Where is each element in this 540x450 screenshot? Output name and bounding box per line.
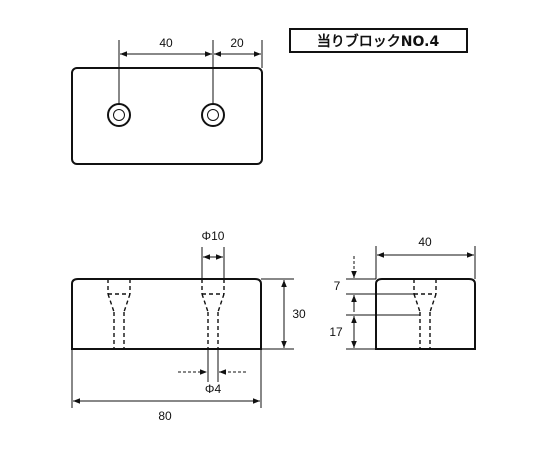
- top-view-hole-right: [201, 103, 225, 127]
- title-label: 当りブロックNO.4: [317, 33, 440, 50]
- front-view: Φ10 30 Φ4 80: [71, 229, 306, 423]
- top-dim-spacing-label: 40: [159, 36, 173, 50]
- title-box: 当りブロックNO.4: [289, 28, 468, 53]
- front-view-outline: [71, 278, 262, 350]
- side-view-outline: [375, 278, 476, 350]
- side-hidden-hole: [413, 279, 437, 349]
- side-dim-lower-label: 17: [329, 325, 343, 339]
- front-hidden-hole-right: [201, 279, 225, 349]
- front-dim-height-label: 30: [292, 307, 306, 321]
- front-dim-length-label: 80: [158, 409, 172, 423]
- front-dim-hole-large-label: Φ10: [202, 229, 225, 243]
- top-view: 40 20: [71, 36, 263, 165]
- side-view: 40 7 17: [329, 235, 476, 350]
- side-dim-counterbore-label: 7: [334, 279, 341, 293]
- side-dim-width-label: 40: [418, 235, 432, 249]
- front-hidden-hole-left: [107, 279, 131, 349]
- top-view-hole-left: [107, 103, 131, 127]
- front-dim-hole-small-label: Φ4: [205, 382, 222, 396]
- top-dim-edge-label: 20: [230, 36, 244, 50]
- top-view-outline: [71, 67, 263, 165]
- title-frame: [289, 28, 468, 53]
